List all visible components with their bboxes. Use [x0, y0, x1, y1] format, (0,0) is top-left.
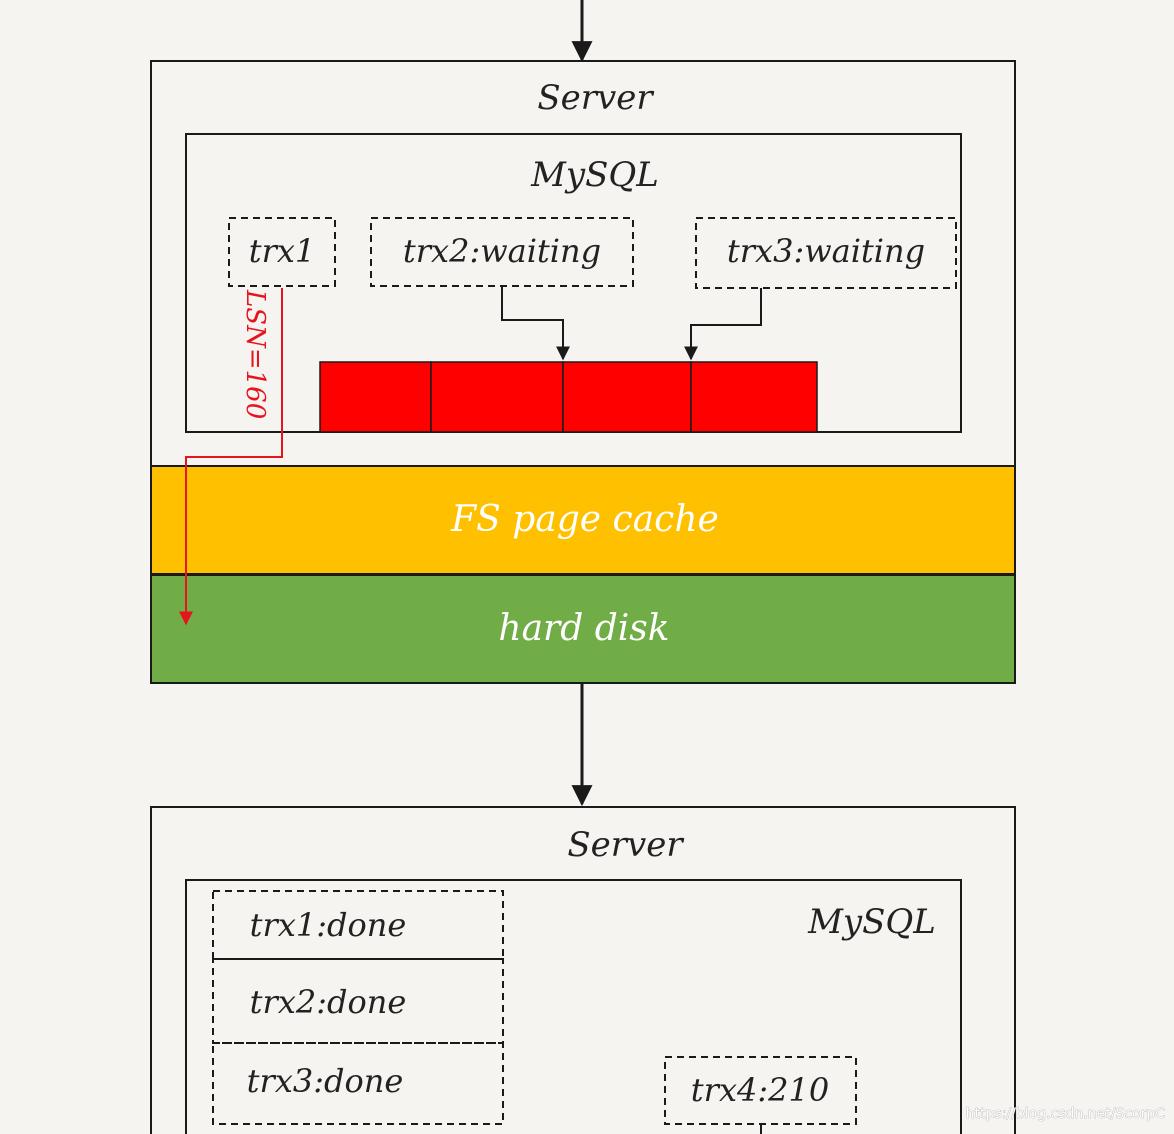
- hard-disk-band: [150, 574, 1016, 684]
- lsn-label: LSN=160: [240, 289, 270, 419]
- trx2-waiting-label: trx2:waiting: [403, 232, 601, 270]
- redo-buffer-cell-1: [319, 361, 432, 433]
- hard-disk-label: hard disk: [498, 608, 669, 649]
- trx3-waiting-label: trx3:waiting: [727, 232, 925, 270]
- trx1-box: [228, 217, 336, 287]
- watermark-text: https://blog.csdn.net/ScorpC: [966, 1106, 1166, 1122]
- trx1-done-box: [212, 890, 504, 960]
- trx2-done-label: trx2:done: [250, 983, 407, 1021]
- trx3-done-box: [212, 1042, 504, 1125]
- trx4-label: trx4:210: [691, 1071, 829, 1109]
- fs-page-cache-label: FS page cache: [450, 499, 719, 540]
- redo-log-buffer: [319, 361, 818, 433]
- redo-buffer-cell-2: [430, 361, 564, 433]
- trx1-done-label: trx1:done: [250, 906, 407, 944]
- top-mysql-label: MySQL: [530, 155, 659, 195]
- bottom-server-label: Server: [567, 825, 684, 865]
- trx3-done-label: trx3:done: [247, 1062, 404, 1100]
- top-server-label: Server: [537, 78, 654, 118]
- bottom-server-box: [150, 806, 1016, 1134]
- trx1-label: trx1: [249, 232, 316, 270]
- lsn-write-path-arrow: [179, 288, 283, 626]
- redo-buffer-cell-4: [690, 361, 818, 433]
- trx3-waiting-box: [695, 217, 957, 289]
- bottom-mysql-label: MySQL: [807, 902, 936, 942]
- redo-buffer-cell-3: [562, 361, 692, 433]
- bottom-mysql-box: [185, 879, 962, 1134]
- trx3-to-buffer-arrow: [684, 288, 762, 361]
- trx2-to-buffer-arrow: [501, 286, 570, 361]
